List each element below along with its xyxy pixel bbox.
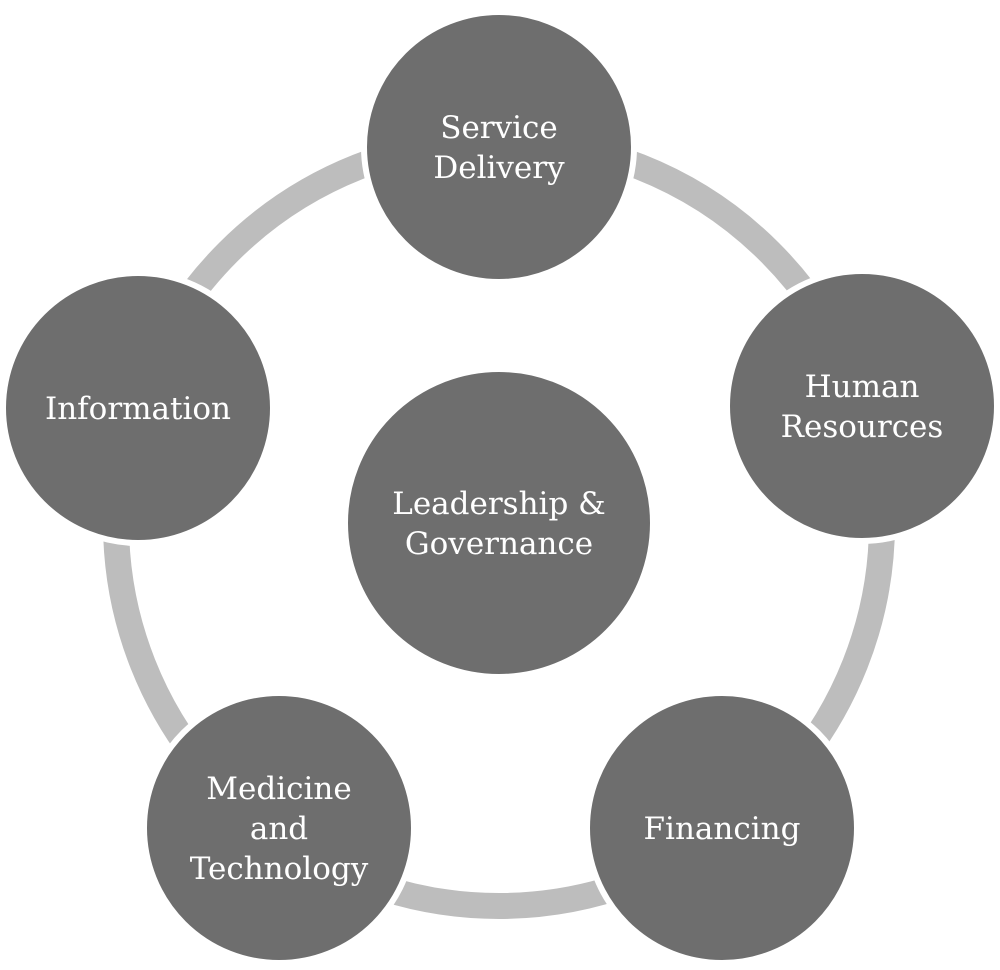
node-human-resources-label-line-1: Human <box>805 369 920 405</box>
node-information-label: Information <box>45 391 231 427</box>
node-financing-label-line-1: Financing <box>644 811 801 847</box>
node-medicine-and-technology-label-line-2: and <box>250 811 308 847</box>
node-information: Information <box>0 270 276 546</box>
node-service-delivery-circle <box>361 9 637 285</box>
center-node-label: Leadership & Governance <box>392 486 606 562</box>
node-financing: Financing <box>584 690 860 966</box>
node-financing-label: Financing <box>644 811 801 847</box>
node-service-delivery-label-line-2: Delivery <box>433 150 565 186</box>
node-service-delivery-label-line-1: Service <box>440 110 558 146</box>
node-information-label-line-1: Information <box>45 391 231 427</box>
node-human-resources-circle <box>724 268 1000 544</box>
node-information-circle <box>0 270 276 546</box>
center-node-label-line-2: Governance <box>405 526 593 562</box>
node-medicine-and-technology-label-line-1: Medicine <box>206 771 351 807</box>
center-node: Leadership & Governance <box>342 366 656 680</box>
center-node-circle <box>342 366 656 680</box>
center-node-label-line-1: Leadership & <box>392 486 606 522</box>
node-human-resources-label-line-2: Resources <box>781 409 944 445</box>
node-medicine-and-technology-circle <box>141 690 417 966</box>
node-medicine-and-technology-label-line-3: Technology <box>190 851 369 887</box>
node-financing-circle <box>584 690 860 966</box>
